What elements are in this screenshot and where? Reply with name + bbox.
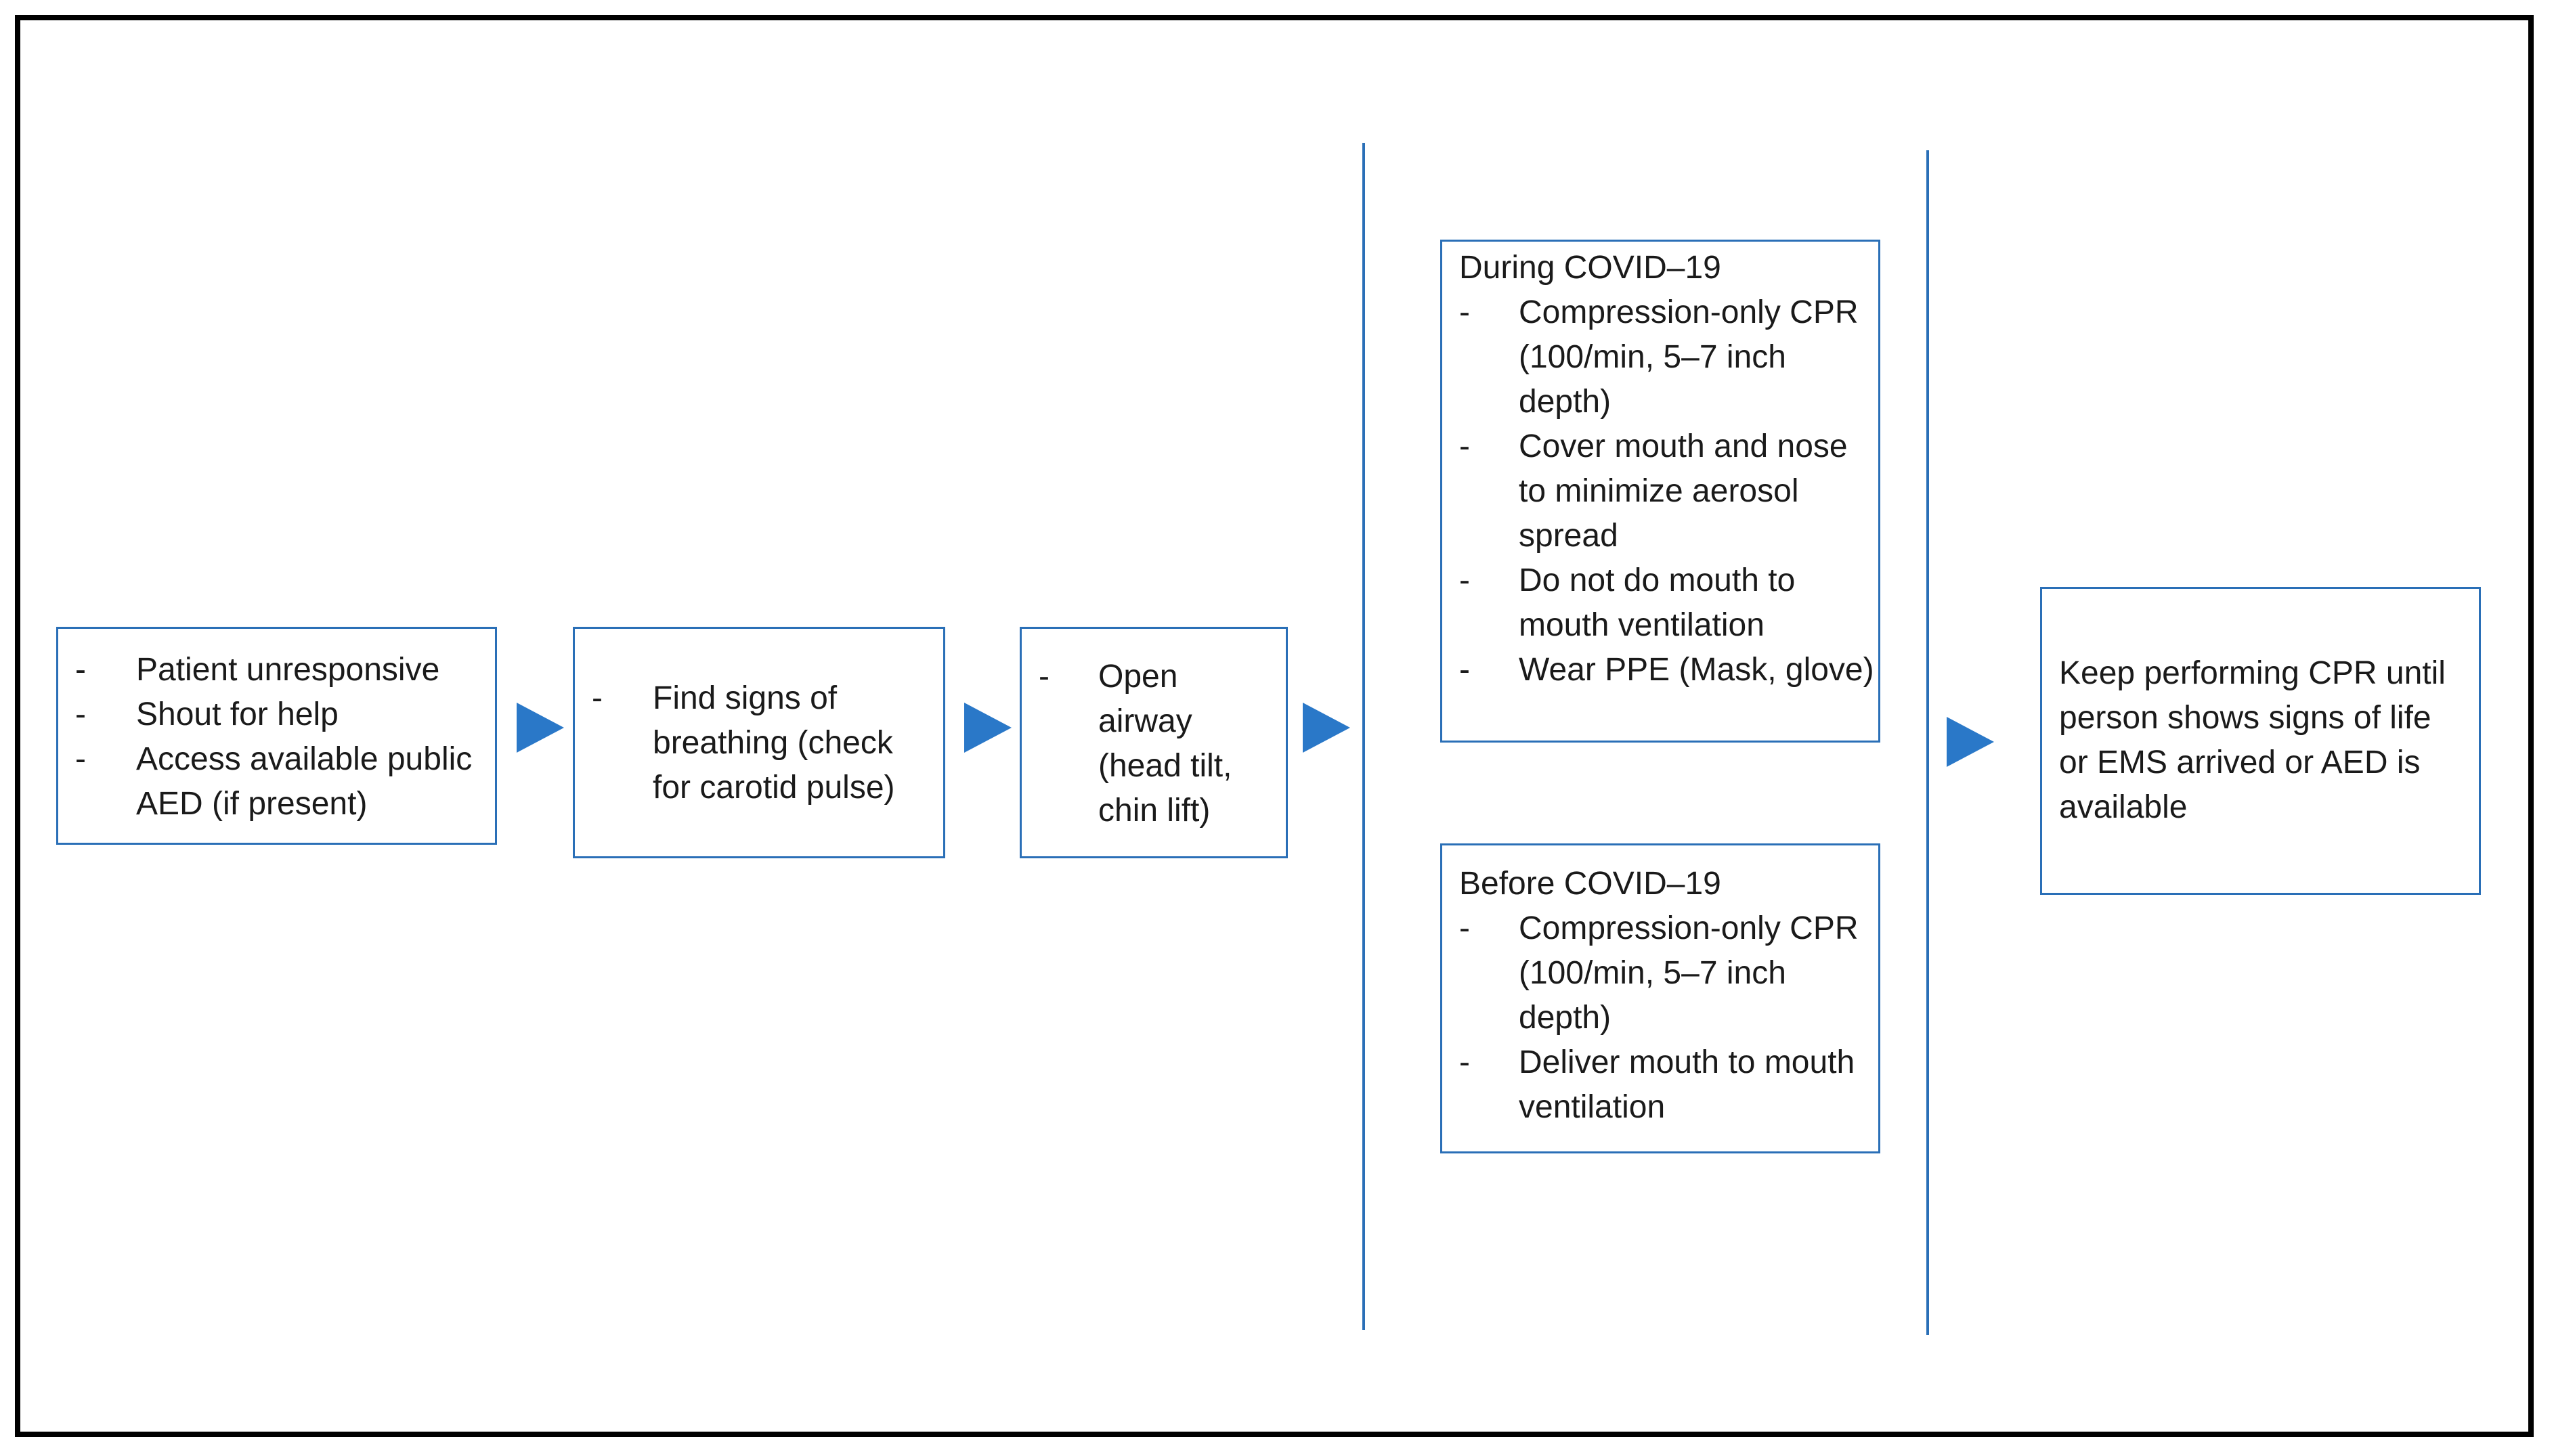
during-covid-box: During COVID–19 - Compression-only CPR (1…	[1440, 240, 1880, 743]
list-item: - Deliver mouth to mouth ventilation	[1442, 1040, 1878, 1130]
bullet-dash: -	[1459, 1044, 1470, 1080]
item-text: Do not do mouth to mouth ventilation	[1519, 562, 1796, 643]
bullet-dash: -	[75, 652, 86, 688]
bullet-dash: -	[1459, 652, 1470, 688]
item-text: Compression-only CPR (100/min, 5–7 inch …	[1519, 910, 1859, 1036]
list-item: - Access available public AED (if present…	[58, 737, 495, 826]
bullet-dash: -	[1039, 659, 1049, 694]
list-item: - Compression-only CPR (100/min, 5–7 inch…	[1442, 906, 1878, 1040]
list-item: - Patient unresponsive	[58, 648, 495, 692]
bullet-dash: -	[75, 741, 86, 777]
item-text: Access available public AED (if present)	[136, 741, 473, 822]
section-divider-right	[1926, 150, 1929, 1335]
bullet-dash: -	[592, 680, 603, 716]
bullet-dash: -	[1459, 294, 1470, 330]
bullet-dash: -	[1459, 428, 1470, 464]
list-item: - Cover mouth and nose to minimize aeroso…	[1442, 424, 1878, 558]
section-divider-left	[1362, 143, 1365, 1330]
bullet-dash: -	[1459, 910, 1470, 946]
continue-cpr-box: Keep performing CPR until person shows s…	[2040, 587, 2481, 895]
during-covid-title: During COVID–19	[1459, 250, 1721, 286]
list-item: - Compression-only CPR (100/min, 5–7 inch…	[1442, 290, 1878, 424]
arrow-right-icon	[517, 703, 564, 753]
bullet-dash: -	[75, 697, 86, 732]
list-item: - Find signs of breathing (check for caro…	[575, 676, 943, 810]
step-initial-assessment-box: - Patient unresponsive - Shout for help - A…	[56, 627, 497, 845]
list-item: - Wear PPE (Mask, glove)	[1442, 648, 1878, 692]
item-text: Compression-only CPR (100/min, 5–7 inch …	[1519, 294, 1859, 420]
continue-cpr-text: Keep performing CPR until person shows s…	[2059, 655, 2446, 825]
bullet-dash: -	[1459, 562, 1470, 598]
step-open-airway-box: - Open airway (head tilt, chin lift)	[1020, 627, 1288, 858]
item-text: Deliver mouth to mouth ventilation	[1519, 1044, 1855, 1125]
item-text: Wear PPE (Mask, glove)	[1519, 652, 1874, 688]
arrow-right-icon	[1303, 703, 1350, 753]
item-text: Patient unresponsive	[136, 652, 440, 688]
item-text: Find signs of breathing (check for carot…	[653, 680, 895, 806]
list-item: - Shout for help	[58, 692, 495, 737]
diagram-frame	[15, 15, 2534, 1437]
step-check-breathing-box: - Find signs of breathing (check for caro…	[573, 627, 945, 858]
item-text: Open airway (head tilt, chin lift)	[1098, 659, 1232, 829]
arrow-right-icon	[964, 703, 1012, 753]
arrow-right-icon	[1947, 717, 1994, 767]
before-covid-title: Before COVID–19	[1459, 866, 1721, 902]
list-item: - Do not do mouth to mouth ventilation	[1442, 558, 1878, 648]
item-text: Shout for help	[136, 697, 339, 732]
before-covid-box: Before COVID–19 - Compression-only CPR (1…	[1440, 843, 1880, 1153]
list-item: - Open airway (head tilt, chin lift)	[1022, 655, 1286, 833]
item-text: Cover mouth and nose to minimize aerosol…	[1519, 428, 1848, 554]
